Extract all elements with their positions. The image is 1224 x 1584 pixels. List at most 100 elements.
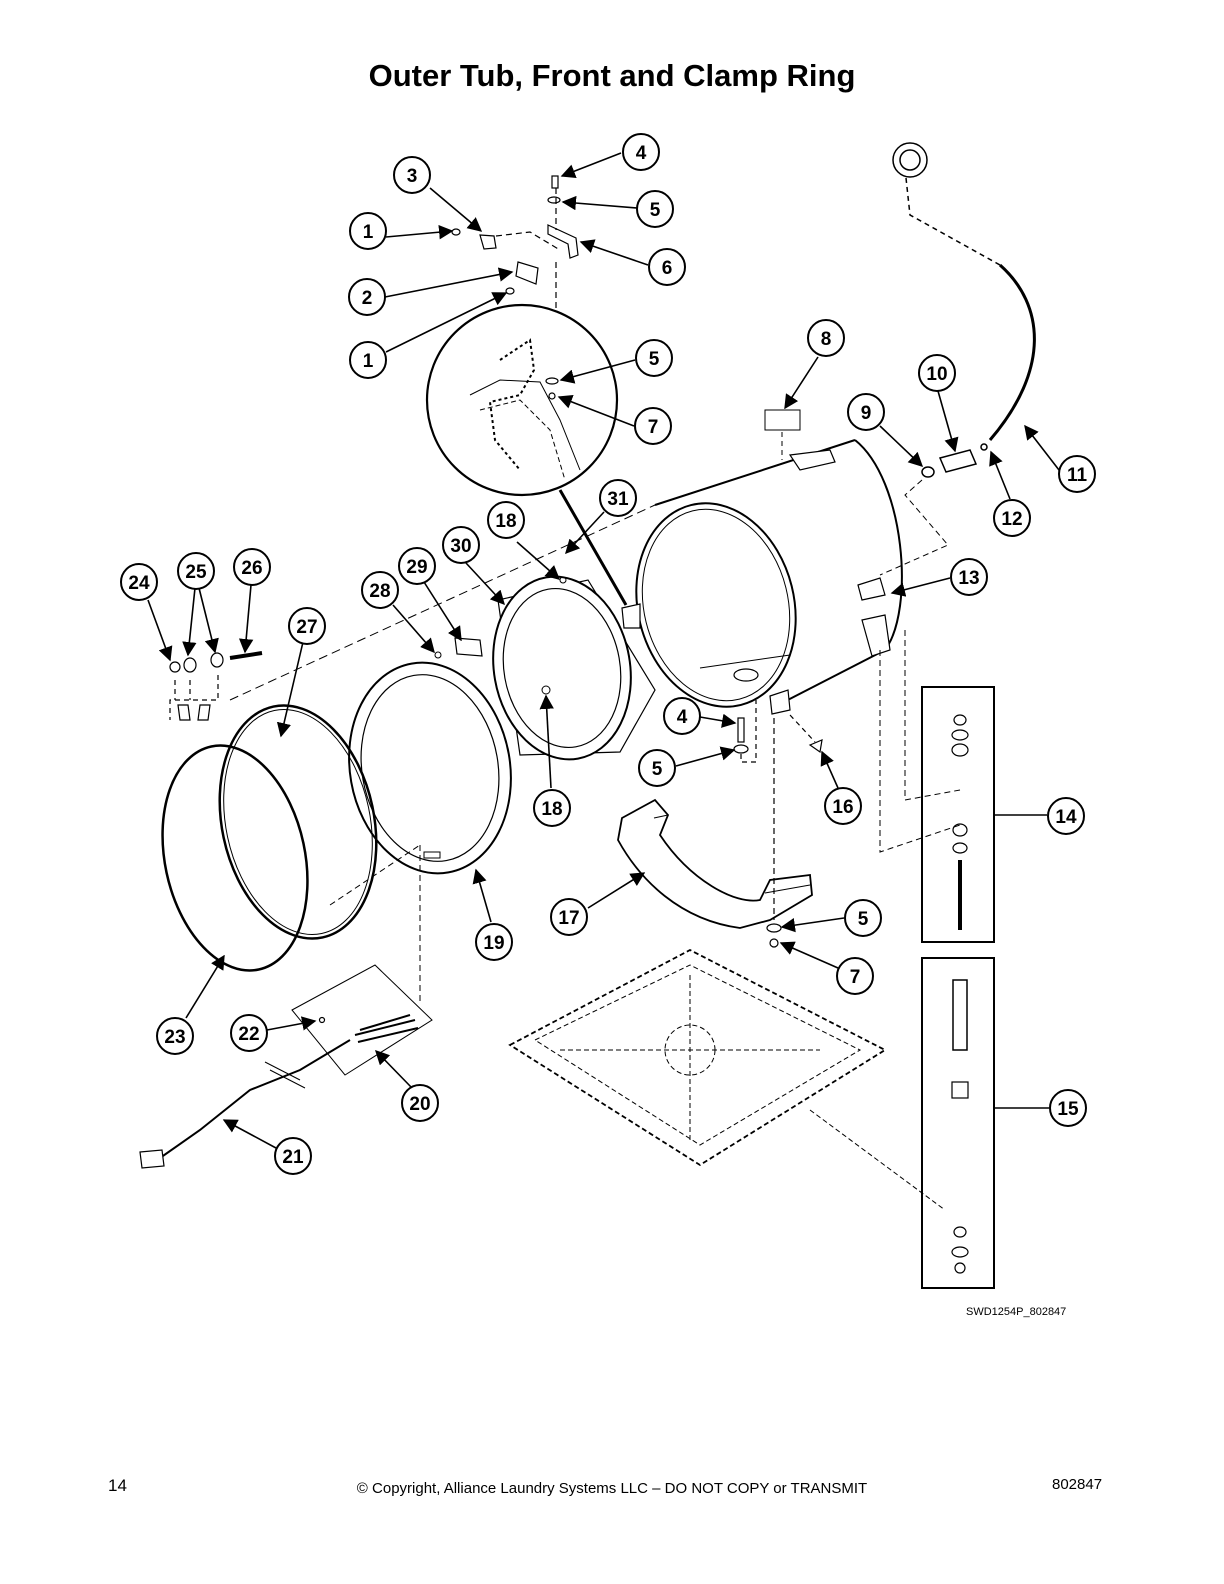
svg-text:1: 1	[363, 351, 374, 372]
svg-text:8: 8	[821, 329, 832, 350]
leader-4a	[560, 152, 622, 179]
callout-26: 26	[233, 548, 271, 586]
callout-10: 10	[918, 354, 956, 392]
leader-31	[565, 511, 605, 555]
callout-25: 25	[177, 552, 215, 590]
leader-18a	[516, 541, 561, 580]
callout-29: 29	[398, 547, 436, 585]
svg-text:30: 30	[450, 536, 471, 557]
callout-1b: 1	[349, 341, 387, 379]
svg-text:17: 17	[558, 908, 579, 929]
svg-text:4: 4	[636, 143, 647, 164]
callout-16: 16	[824, 787, 862, 825]
svg-text:2: 2	[362, 288, 373, 309]
callout-7b: 7	[836, 957, 874, 995]
svg-text:5: 5	[650, 200, 661, 221]
leader-1b	[385, 292, 508, 353]
callout-8: 8	[807, 319, 845, 357]
callout-1a: 1	[349, 212, 387, 250]
leader-lines	[147, 152, 1060, 1149]
callout-5c: 5	[638, 749, 676, 787]
callout-11: 11	[1058, 455, 1096, 493]
leader-24	[147, 599, 173, 662]
svg-text:29: 29	[406, 557, 427, 578]
leader-19	[472, 868, 492, 923]
leader-13	[890, 577, 951, 597]
page-title: Outer Tub, Front and Clamp Ring	[368, 58, 856, 93]
shock-kits	[879, 630, 995, 1289]
callout-3: 3	[393, 156, 431, 194]
leader-25b	[198, 587, 219, 654]
leader-22	[266, 1016, 317, 1031]
leader-8	[784, 356, 819, 410]
leader-12	[989, 450, 1011, 500]
tub-support-bracket	[617, 798, 813, 929]
leader-20	[374, 1049, 413, 1089]
callout-30: 30	[442, 526, 480, 564]
leader-7b	[779, 941, 839, 969]
leader-4b	[699, 713, 737, 728]
copyright-notice: © Copyright, Alliance Laundry Systems LL…	[356, 1480, 868, 1497]
leader-2	[384, 267, 514, 298]
svg-text:16: 16	[832, 797, 853, 818]
top-bracket-assembly	[451, 175, 579, 360]
svg-text:7: 7	[850, 967, 861, 988]
leader-7a	[557, 394, 635, 427]
callout-19: 19	[475, 923, 513, 961]
leader-5c	[675, 746, 736, 767]
callout-20: 20	[401, 1084, 439, 1122]
svg-text:24: 24	[128, 573, 150, 594]
svg-text:9: 9	[861, 403, 872, 424]
lower-fasteners	[733, 700, 823, 948]
svg-text:27: 27	[296, 617, 317, 638]
callout-24: 24	[120, 563, 158, 601]
leader-11	[1024, 424, 1060, 471]
callout-12: 12	[993, 499, 1031, 537]
leader-10	[937, 390, 959, 453]
callout-5d: 5	[844, 899, 882, 937]
leader-29	[423, 581, 462, 642]
detail-magnifier	[425, 303, 628, 606]
svg-text:18: 18	[541, 799, 562, 820]
callout-17: 17	[550, 898, 588, 936]
svg-text:5: 5	[649, 349, 660, 370]
leader-25a	[182, 587, 197, 657]
svg-text:1: 1	[363, 222, 374, 243]
svg-text:5: 5	[652, 759, 663, 780]
outer-tub	[621, 409, 903, 715]
svg-text:5: 5	[858, 909, 869, 930]
svg-text:21: 21	[282, 1147, 304, 1168]
leader-5b	[559, 359, 636, 384]
callout-5a: 5	[636, 190, 674, 228]
leader-5d	[780, 917, 845, 933]
callout-15: 15	[1049, 1089, 1087, 1127]
svg-text:13: 13	[958, 568, 979, 589]
callout-23: 23	[156, 1017, 194, 1055]
svg-text:18: 18	[495, 511, 516, 532]
leader-1a	[385, 225, 454, 240]
svg-text:14: 14	[1055, 807, 1077, 828]
callout-4b: 4	[663, 697, 701, 735]
leader-17	[587, 872, 646, 909]
hose-and-pressure-switch	[879, 142, 1036, 576]
callout-4a: 4	[622, 133, 660, 171]
page-number: 14	[108, 1476, 127, 1495]
callout-18a: 18	[487, 501, 525, 539]
svg-text:25: 25	[185, 562, 207, 583]
callout-31: 31	[599, 479, 637, 517]
callout-18b: 18	[533, 789, 571, 827]
leader-9	[879, 425, 924, 467]
callout-28: 28	[361, 571, 399, 609]
callout-22: 22	[230, 1014, 268, 1052]
svg-text:3: 3	[407, 166, 418, 187]
svg-text:15: 15	[1057, 1099, 1079, 1120]
svg-text:4: 4	[677, 707, 688, 728]
svg-text:19: 19	[483, 933, 504, 954]
callout-21: 21	[274, 1137, 312, 1175]
svg-text:31: 31	[607, 489, 629, 510]
svg-text:10: 10	[926, 364, 947, 385]
svg-text:12: 12	[1001, 509, 1022, 530]
callouts: 1 2 1 3 4 5 6 5 7 8 9 10 11 12 13 14 15 …	[120, 133, 1096, 1175]
svg-text:22: 22	[238, 1024, 259, 1045]
